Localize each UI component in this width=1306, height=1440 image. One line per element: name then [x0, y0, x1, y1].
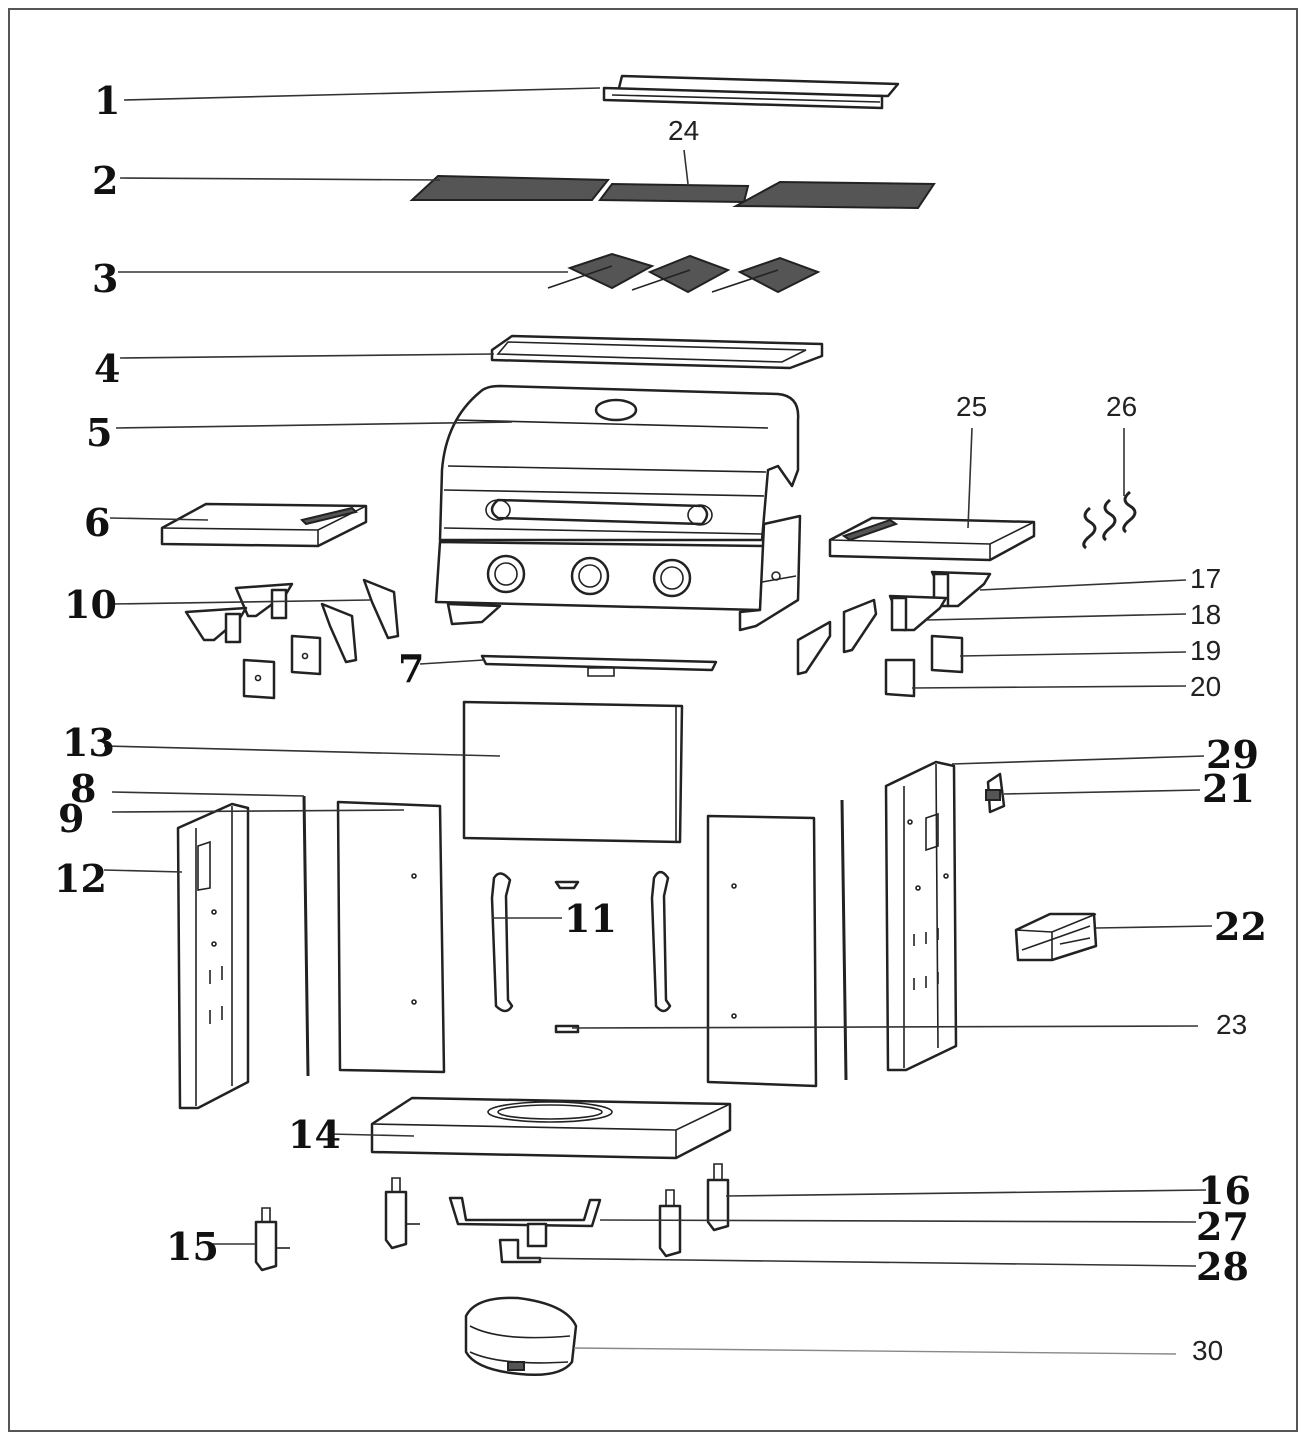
label-19: 19: [1190, 635, 1221, 666]
part-4-top-cover: [490, 334, 824, 370]
label-11: 11: [564, 896, 617, 941]
label-7: 7: [398, 646, 424, 691]
part-13-rear-panel: [462, 700, 684, 844]
label-30: 30: [1192, 1335, 1223, 1366]
label-9: 9: [58, 796, 84, 841]
label-12: 12: [54, 856, 107, 901]
part-1-warming-rack: [602, 74, 900, 110]
part-14-bottom-panel: [370, 1096, 732, 1160]
label-16: 16: [1198, 1168, 1251, 1213]
label-22: 22: [1214, 904, 1267, 949]
label-24: 24: [668, 115, 699, 146]
part-29-right-side-panel: [884, 760, 958, 1072]
part-15-16-casters: [254, 1163, 730, 1272]
label-27: 27: [1196, 1204, 1249, 1249]
label-8: 8: [70, 766, 96, 811]
label-18: 18: [1190, 599, 1221, 630]
part-25-right-side-shelf: [828, 516, 1036, 562]
part-10-left-brackets: [184, 578, 400, 700]
label-14: 14: [288, 1112, 341, 1157]
part-3-flame-tamers: [547, 252, 821, 294]
label-13: 13: [62, 720, 115, 765]
part-30-tank-strap: [464, 1296, 578, 1376]
label-3: 3: [92, 256, 118, 301]
part-26-hooks: [1082, 490, 1137, 550]
label-5: 5: [86, 410, 112, 455]
part-right-door: [706, 799, 848, 1088]
leader-lines: [103, 87, 1213, 1355]
label-23: 23: [1216, 1009, 1247, 1040]
part-2-24-cooking-grates: [409, 174, 936, 210]
label-20: 20: [1190, 671, 1221, 702]
part-6-left-side-shelf: [160, 502, 368, 548]
label-29: 29: [1206, 732, 1259, 777]
part-17-20-right-brackets: [796, 570, 992, 698]
label-4: 4: [94, 346, 120, 391]
part-8-9-rod-and-door: [302, 795, 446, 1077]
part-7-grease-tray: [480, 654, 718, 677]
part-27-28-tank-bracket: [448, 1196, 602, 1264]
label-2: 2: [92, 158, 118, 203]
part-22-basket: [1014, 912, 1098, 962]
label-25: 25: [956, 391, 987, 422]
label-21: 21: [1202, 766, 1255, 811]
part-11-door-handles: [490, 870, 672, 1034]
label-10: 10: [64, 582, 117, 627]
part-21-tank-hook: [985, 772, 1006, 814]
part-labels: 1 2 3 4 5 6 7 8 9 10 11 12 13 14 15 16 1…: [54, 78, 1267, 1366]
label-17: 17: [1190, 563, 1221, 594]
label-26: 26: [1106, 391, 1137, 422]
label-28: 28: [1196, 1244, 1249, 1289]
label-1: 1: [94, 78, 120, 123]
label-15: 15: [166, 1224, 219, 1269]
label-6: 6: [84, 500, 110, 545]
part-12-left-side-panel: [176, 802, 250, 1110]
